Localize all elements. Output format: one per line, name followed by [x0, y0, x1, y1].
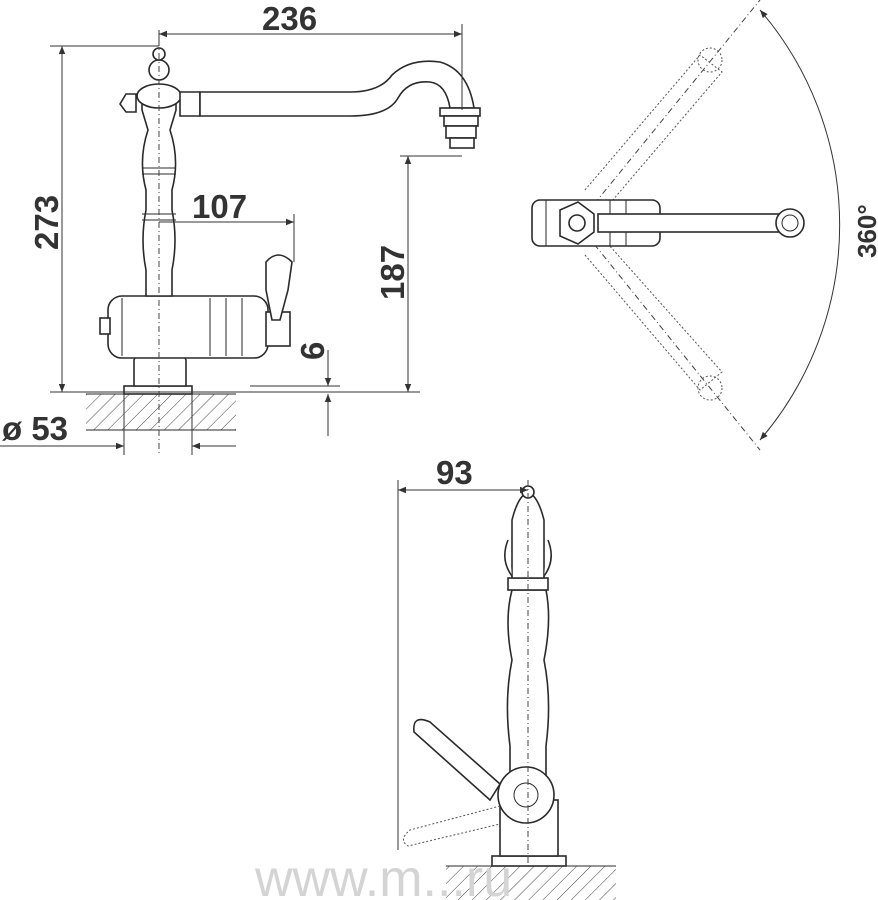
dim-spout-reach: 236 — [262, 0, 317, 37]
top-view: 360° — [531, 0, 878, 451]
dim-spout-height: 187 — [374, 245, 411, 300]
front-dimensions: 273 236 107 187 6 ø 53 — [0, 0, 463, 455]
front-view — [86, 40, 481, 455]
deck-hatch — [86, 394, 236, 430]
side-view: 93 — [397, 454, 616, 900]
dim-side-depth: 93 — [436, 454, 473, 491]
dim-deck-thickness: 6 — [294, 342, 331, 360]
dim-base-diameter: ø 53 — [2, 410, 68, 447]
dim-handle-offset: 107 — [192, 188, 247, 225]
dim-total-height: 273 — [28, 195, 65, 250]
dim-rotation: 360° — [852, 204, 878, 258]
watermark: www.m...ru — [254, 850, 512, 900]
